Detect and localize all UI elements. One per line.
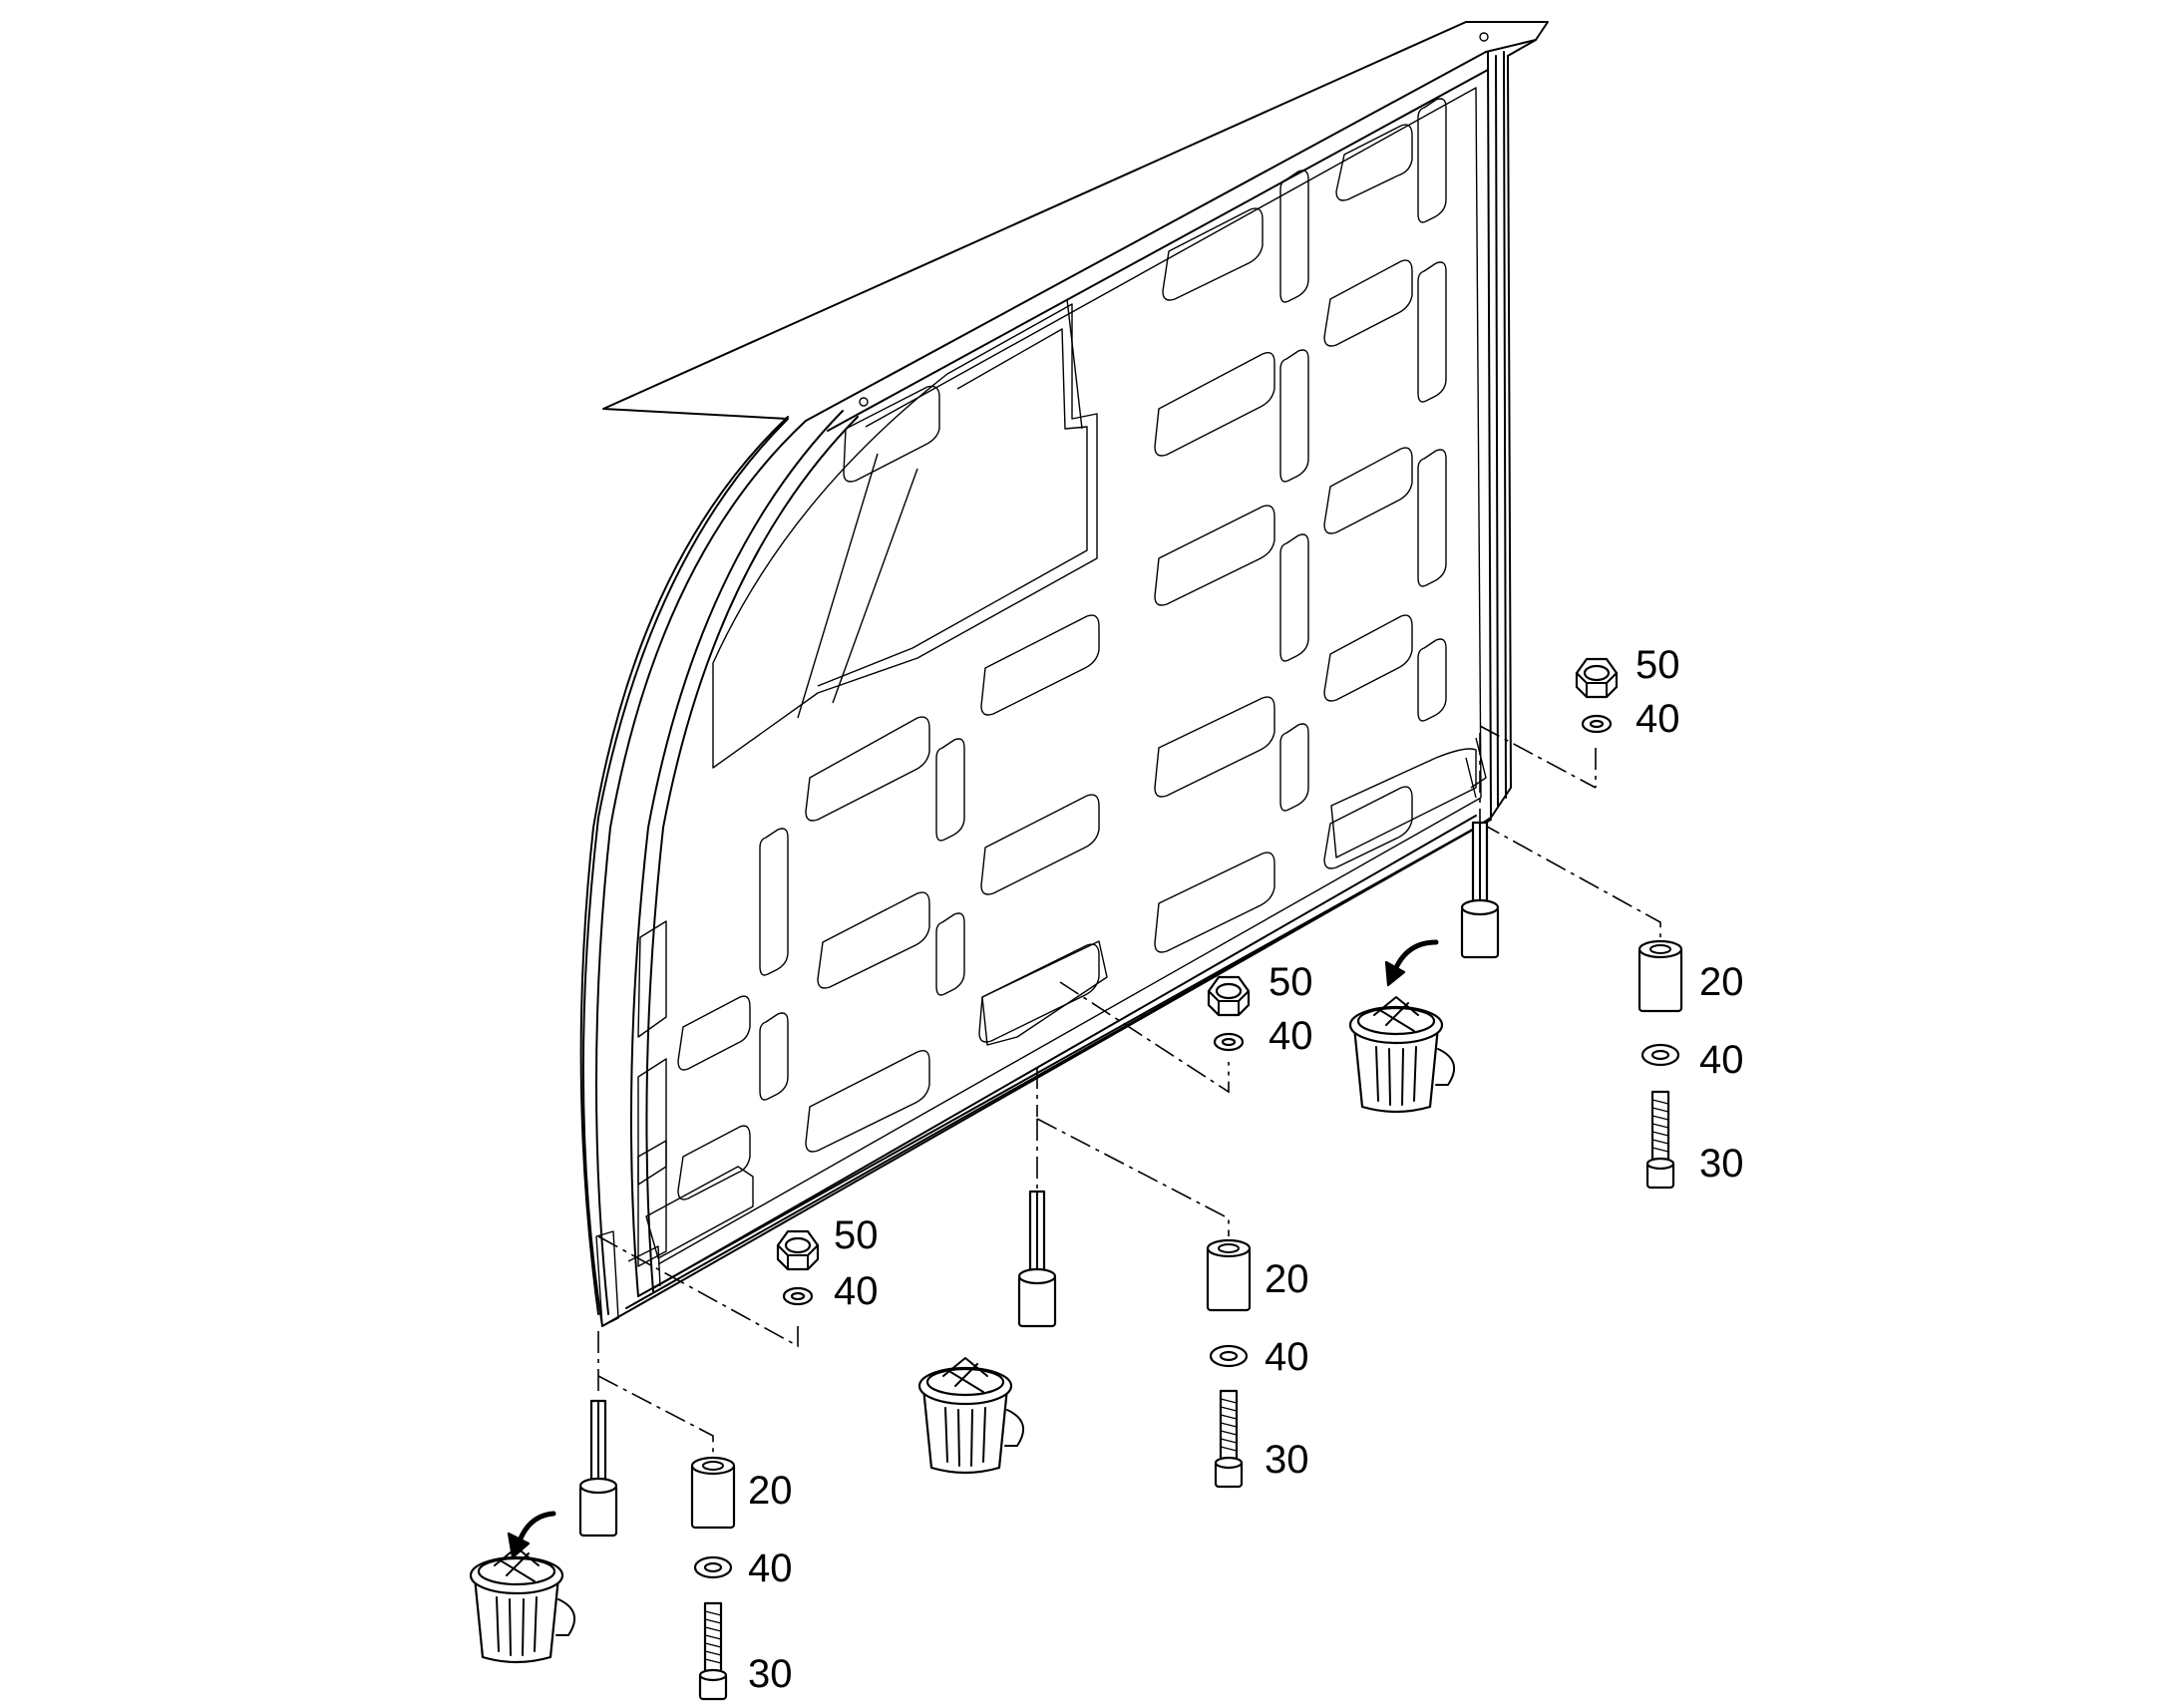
left-trash-can-icon: [469, 1545, 576, 1664]
mid-pin: [1017, 1190, 1057, 1328]
left-washer: [693, 1555, 733, 1579]
callout-left-spacer: 20: [748, 1469, 793, 1513]
assembly-lines: [597, 725, 1661, 1454]
callout-left-nut: 50: [834, 1213, 879, 1257]
left-spacer: [690, 1456, 736, 1530]
callout-left-bolt: 30: [748, 1652, 793, 1696]
left-nut-washer: [782, 1286, 814, 1306]
left-discard-arrow: [516, 1511, 556, 1546]
right-discard-arrow: [1391, 939, 1439, 975]
mid-nut-washer: [1213, 1032, 1245, 1052]
callout-mid-washer: 40: [1265, 1335, 1309, 1379]
right-washer: [1640, 1043, 1680, 1067]
left-pin: [578, 1399, 618, 1537]
right-mount-group: [1348, 657, 1683, 1190]
mid-spacer: [1206, 1238, 1252, 1312]
callout-mid-spacer: 20: [1265, 1257, 1309, 1301]
callout-right-spacer: 20: [1699, 960, 1744, 1004]
callout-right-nut-washer: 40: [1635, 697, 1680, 741]
right-nut: [1575, 657, 1619, 699]
callout-right-bolt: 30: [1699, 1142, 1744, 1186]
left-mount-group: [469, 1229, 820, 1701]
mid-trash-can-icon: [917, 1356, 1025, 1475]
mid-nut: [1207, 975, 1251, 1017]
mid-bolt: [1214, 1389, 1244, 1489]
callout-right-nut: 50: [1635, 643, 1680, 687]
callout-mid-nut-washer: 40: [1269, 1014, 1313, 1058]
left-bolt: [698, 1601, 728, 1701]
callout-labels: 50 40 20 40 30 50 40 20 40 30 50 40 20 4…: [748, 643, 1744, 1696]
mid-washer: [1209, 1344, 1249, 1368]
right-spacer: [1637, 939, 1683, 1013]
mid-mount-group: [917, 975, 1252, 1489]
callout-left-nut-washer: 40: [834, 1269, 879, 1313]
right-trash-can-icon: [1348, 995, 1456, 1114]
partition-panel: [579, 21, 1549, 1327]
right-bolt: [1645, 1090, 1675, 1190]
right-pin: [1460, 821, 1500, 959]
callout-right-washer: 40: [1699, 1038, 1744, 1082]
right-nut-washer: [1581, 714, 1613, 734]
left-nut: [776, 1229, 820, 1271]
callout-left-washer: 40: [748, 1546, 793, 1590]
callout-mid-nut: 50: [1269, 960, 1313, 1004]
callout-mid-bolt: 30: [1265, 1438, 1309, 1482]
